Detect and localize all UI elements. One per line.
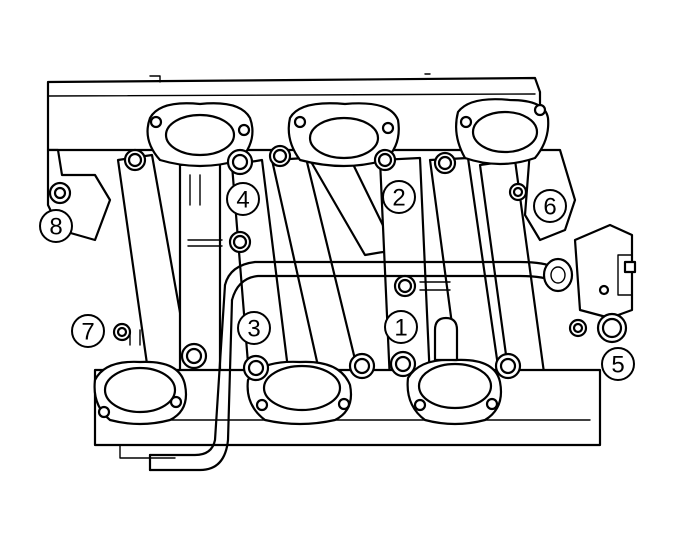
- callout-1: 1: [384, 310, 418, 344]
- svg-text:8: 8: [49, 214, 62, 241]
- bolt-2: [373, 148, 397, 172]
- svg-text:5: 5: [611, 352, 624, 379]
- svg-text:4: 4: [236, 187, 249, 214]
- svg-text:3: 3: [247, 316, 260, 343]
- bolt-6: [508, 182, 528, 202]
- svg-text:7: 7: [81, 319, 94, 346]
- casting-details: [129, 174, 459, 362]
- svg-text:1: 1: [394, 315, 407, 342]
- bolt-1: [389, 350, 417, 378]
- callout-6: 6: [533, 189, 567, 223]
- callout-3: 3: [237, 311, 271, 345]
- callout-7: 7: [71, 314, 105, 348]
- vacuum-tube: [148, 257, 574, 472]
- bolt-8: [48, 181, 72, 205]
- bolt-4: [226, 148, 254, 176]
- bolt-3: [242, 354, 270, 382]
- callout-4: 4: [226, 182, 260, 216]
- callout-8: 8: [39, 209, 73, 243]
- callout-5: 5: [601, 347, 635, 381]
- svg-text:2: 2: [392, 185, 405, 212]
- bolt-7: [112, 322, 132, 342]
- callout-2: 2: [382, 180, 416, 214]
- manifold-bolts: [48, 144, 628, 382]
- lower-port-flanges: [93, 358, 503, 426]
- upper-port-flanges: [146, 98, 550, 168]
- bolt-5: [596, 312, 628, 344]
- svg-text:6: 6: [543, 194, 556, 221]
